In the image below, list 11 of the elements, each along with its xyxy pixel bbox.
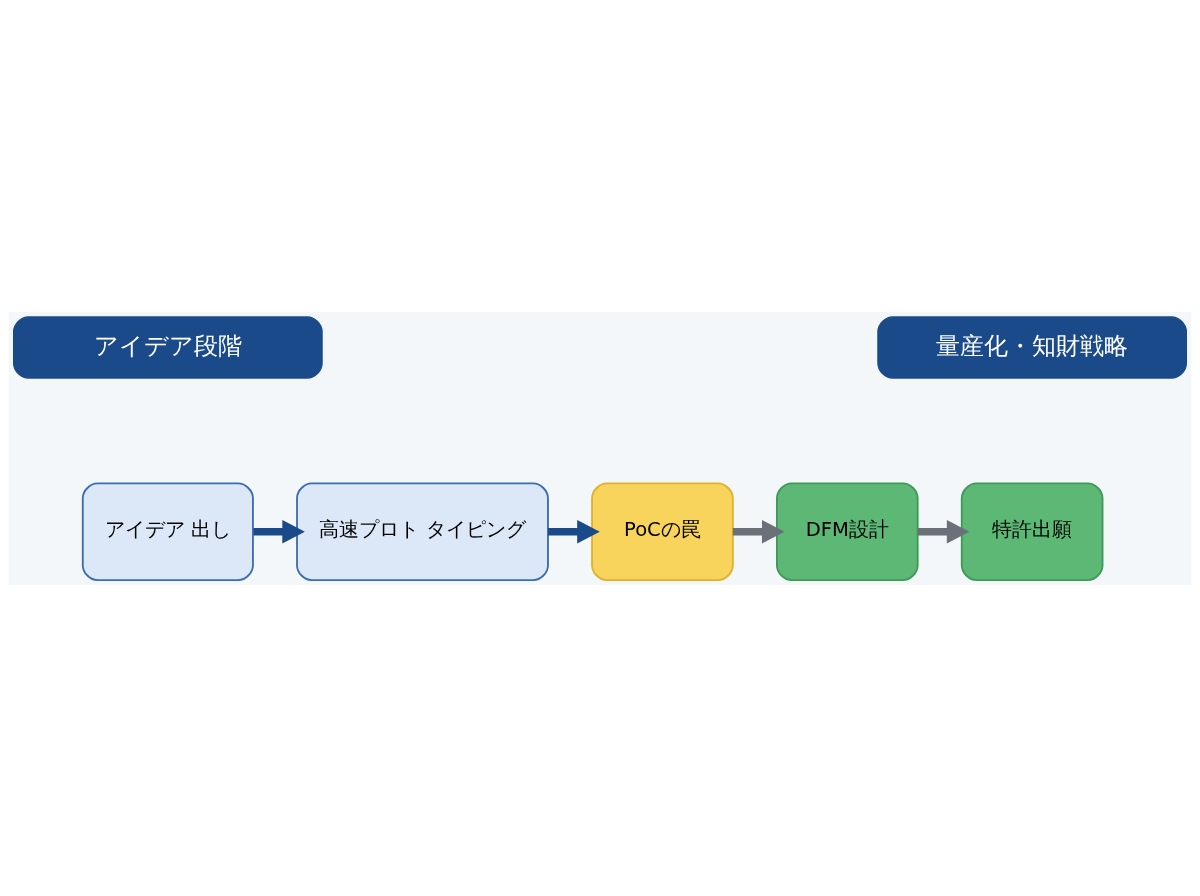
node-box: 高速プロト タイピング <box>296 481 549 581</box>
node-box: 量産化・知財戦略 <box>877 315 1187 379</box>
node-box: DFM設計 <box>776 481 919 581</box>
arrow <box>732 519 785 544</box>
node-box: アイデア段階 <box>13 315 323 379</box>
node-box: アイデア 出し <box>81 481 254 581</box>
arrow <box>548 519 600 544</box>
arrow <box>917 519 970 544</box>
arrow <box>253 519 305 544</box>
node-box: 特許出願 <box>960 481 1104 581</box>
node-box: PoCの罠 <box>591 481 734 581</box>
